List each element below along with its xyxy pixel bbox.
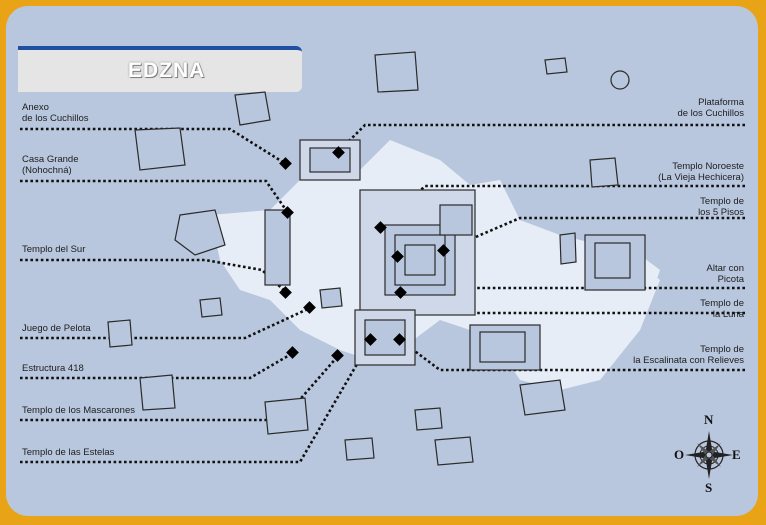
marker-casa-grande bbox=[281, 206, 294, 219]
marker-pelota bbox=[303, 301, 316, 314]
title-bar: EDZNA bbox=[18, 46, 302, 92]
markers bbox=[279, 146, 450, 362]
structure-round bbox=[610, 70, 630, 90]
marker-luna bbox=[394, 286, 407, 299]
label-estructura-418: Estructura 418 bbox=[22, 363, 84, 374]
line-anexo bbox=[20, 127, 287, 166]
structure-mascarones bbox=[264, 397, 309, 435]
label-templo-luna: Templo de la Luna bbox=[700, 298, 744, 320]
marker-altar bbox=[391, 250, 404, 263]
label-mascarones: Templo de los Mascarones bbox=[22, 405, 135, 416]
label-estelas: Templo de las Estelas bbox=[22, 447, 115, 458]
structure-misc-3 bbox=[414, 407, 443, 431]
line-templo-sur bbox=[20, 258, 288, 294]
compass-rose-icon bbox=[685, 431, 733, 479]
structure-noroeste bbox=[439, 204, 473, 236]
marker-mascarones bbox=[331, 349, 344, 362]
structure-estelas bbox=[344, 437, 375, 461]
label-anexo: Anexo de los Cuchillos bbox=[22, 102, 89, 124]
marker-estelas bbox=[364, 333, 377, 346]
structure-templo-sur bbox=[174, 209, 226, 256]
marker-418 bbox=[286, 346, 299, 359]
structure-misc-2 bbox=[319, 287, 343, 309]
structure-5-pisos-step2 bbox=[404, 244, 436, 276]
structure-418 bbox=[139, 374, 176, 411]
label-juego-pelota: Juego de Pelota bbox=[22, 323, 91, 334]
structure-anexo bbox=[134, 127, 186, 171]
structure-misc-1 bbox=[199, 297, 223, 318]
structure-escalinata-inner bbox=[479, 331, 526, 363]
compass-south: S bbox=[705, 480, 713, 495]
marker-noroeste bbox=[374, 221, 387, 234]
label-casa-grande: Casa Grande (Nohochná) bbox=[22, 154, 79, 176]
marker-templo-sur bbox=[279, 286, 292, 299]
structure-south-east bbox=[434, 436, 474, 466]
marker-5-pisos bbox=[437, 244, 450, 257]
label-plataforma: Plataforma de los Cuchillos bbox=[677, 97, 744, 119]
label-templo-5-pisos: Templo de los 5 Pisos bbox=[698, 196, 744, 218]
structure-nw-1 bbox=[234, 91, 271, 126]
line-luna bbox=[401, 291, 745, 315]
structure-misc-5 bbox=[559, 232, 577, 265]
compass-east: E bbox=[732, 447, 741, 462]
label-templo-escalinata: Templo de la Escalinata con Relieves bbox=[633, 344, 744, 366]
structure-casa-grande-inner bbox=[309, 147, 351, 173]
line-estructura-418 bbox=[20, 351, 294, 380]
marker-plataforma bbox=[332, 146, 345, 159]
marker-anexo bbox=[279, 157, 292, 170]
line-plataforma bbox=[337, 123, 745, 153]
structure-east-inner bbox=[594, 242, 631, 279]
structure-pelota bbox=[107, 319, 133, 348]
compass-west: O bbox=[674, 447, 685, 462]
label-templo-noroeste: Templo Noroeste (La Vieja Hechicera) bbox=[658, 161, 744, 183]
line-juego-pelota bbox=[20, 306, 311, 340]
page-title: EDZNA bbox=[128, 59, 206, 82]
line-estelas bbox=[20, 339, 373, 464]
label-altar-picota: Altar con Picota bbox=[706, 263, 745, 285]
label-templo-sur: Templo del Sur bbox=[22, 244, 86, 255]
structures bbox=[107, 51, 646, 466]
structure-misc-4 bbox=[544, 57, 568, 75]
compass-north: N bbox=[704, 412, 714, 427]
structure-nw-2 bbox=[374, 51, 419, 93]
structure-west-wing bbox=[264, 209, 291, 286]
structure-south-mid bbox=[519, 379, 566, 416]
marker-escalinata bbox=[393, 333, 406, 346]
structure-ne bbox=[589, 157, 619, 188]
line-casa-grande bbox=[20, 179, 290, 214]
